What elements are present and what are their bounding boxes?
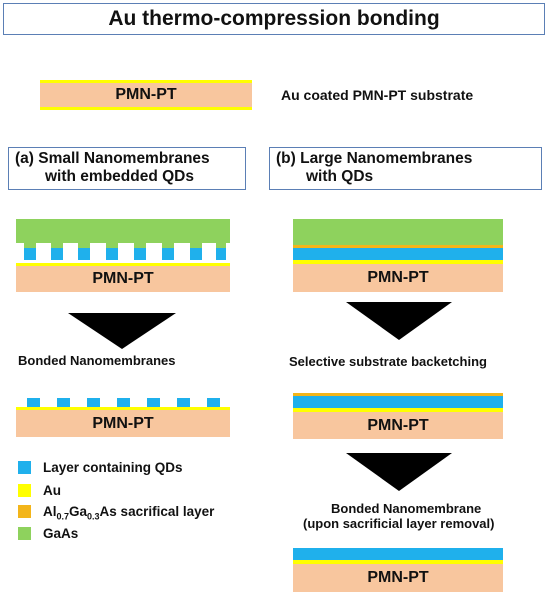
pmn-pt-label: PMN-PT — [367, 269, 429, 286]
panel-a-qd-pillars-svg — [24, 243, 226, 260]
panel-a-bonded-pillars-svg — [27, 398, 220, 409]
qd-pillar — [177, 398, 190, 409]
panel-b-qd-layer — [293, 248, 503, 260]
panel-a-bonded-pillars — [16, 396, 230, 409]
panel-b-au-layer-2 — [293, 408, 503, 412]
au-layer-top-substrate-bottom — [40, 107, 252, 110]
legend-alga-mid: Ga — [69, 504, 88, 519]
panel-b-au-layer-1 — [293, 260, 503, 264]
arrow-shape — [68, 313, 176, 349]
panel-b-heading-line2: with QDs — [306, 168, 374, 185]
qd-pillar — [207, 398, 220, 409]
legend-alga-sub2: 0.3 — [87, 511, 100, 522]
panel-b-heading: (b) Large Nanomembranes with QDs — [269, 147, 542, 190]
panel-b-heading-line1: (b) Large Nanomembranes — [276, 150, 473, 167]
gaas-pillar — [190, 243, 202, 248]
panel-b-step2-label-line1: Bonded Nanomembrane — [331, 501, 482, 516]
panel-a-pmn-pt-2: PMN-PT — [16, 410, 230, 437]
panel-b-alga-layer-2 — [293, 393, 503, 396]
panel-a-down-arrow-icon — [68, 313, 176, 349]
gaas-pillar — [106, 243, 118, 248]
panel-b-down-arrow-icon-2 — [346, 453, 452, 491]
pmn-pt-label: PMN-PT — [367, 569, 429, 586]
gaas-pillar — [24, 243, 36, 248]
pillar-group — [24, 243, 226, 260]
panel-a-gaas-layer — [16, 219, 230, 243]
legend-au-swatch — [18, 484, 31, 497]
qd-pillar — [27, 398, 40, 409]
legend-alga-swatch — [18, 505, 31, 518]
panel-a-heading-line2: with embedded QDs — [45, 168, 194, 185]
pmn-pt-label: PMN-PT — [92, 270, 154, 287]
panel-b-step1-label: Selective substrate backetching — [289, 354, 487, 369]
panel-b-alga-layer — [293, 245, 503, 248]
panel-b-gaas-layer — [293, 219, 503, 245]
pmn-pt-label: PMN-PT — [367, 416, 429, 434]
panel-b-pmn-pt-3: PMN-PT — [293, 564, 503, 592]
pmn-pt-label: PMN-PT — [92, 414, 154, 432]
panel-b-down-arrow-icon-1 — [346, 302, 452, 340]
legend-qd-label: Layer containing QDs — [43, 460, 183, 475]
gaas-pillar — [162, 243, 174, 248]
gaas-pillar — [51, 243, 63, 248]
arrow-shape — [346, 453, 452, 491]
panel-a-au-layer-2 — [16, 407, 230, 410]
qd-pillar — [147, 398, 160, 409]
legend-alga-suffix: As sacrifical layer — [99, 504, 215, 519]
pmn-pt-label: PMN-PT — [115, 86, 177, 103]
qd-pillar — [87, 398, 100, 409]
legend-qd-swatch — [18, 461, 31, 474]
legend-alga-prefix: Al — [43, 504, 57, 519]
panel-a-au-layer-1 — [16, 263, 230, 266]
qd-pillar — [216, 243, 226, 260]
au-layer-top-substrate — [40, 80, 252, 83]
panel-b-pmn-pt-1: PMN-PT — [293, 264, 503, 292]
legend-alga-sub1: 0.7 — [56, 511, 70, 522]
panel-b-pmn-pt-2: PMN-PT — [293, 412, 503, 439]
panel-a-heading: (a) Small Nanomembranes with embedded QD… — [8, 147, 246, 190]
panel-a-pmn-pt-1: PMN-PT — [16, 266, 230, 292]
legend-au-label: Au — [43, 483, 61, 498]
pmn-pt-substrate-top: PMN-PT — [40, 83, 252, 107]
panel-a-qd-pillars — [16, 243, 230, 260]
panel-b-qd-layer-3 — [293, 548, 503, 560]
arrow-shape — [346, 302, 452, 340]
substrate-caption: Au coated PMN-PT substrate — [281, 87, 474, 103]
gaas-pillar — [134, 243, 146, 248]
panel-a-step-label: Bonded Nanomembranes — [18, 353, 176, 368]
diagram-title: Au thermo-compression bonding — [3, 3, 545, 35]
legend-alga-label: Al0.7Ga0.3As sacrifical layer — [43, 504, 214, 522]
panel-a-heading-line1: (a) Small Nanomembranes — [15, 150, 210, 167]
legend-gaas-swatch — [18, 527, 31, 540]
panel-b-step2-label-line2: (upon sacrificial layer removal) — [303, 516, 495, 531]
panel-b-au-layer-3 — [293, 560, 503, 564]
gaas-pillar — [216, 243, 226, 248]
qd-pillar — [57, 398, 70, 409]
gaas-pillar — [78, 243, 90, 248]
qd-pillar — [117, 398, 130, 409]
panel-b-qd-layer-2 — [293, 396, 503, 408]
legend-gaas-label: GaAs — [43, 526, 79, 541]
